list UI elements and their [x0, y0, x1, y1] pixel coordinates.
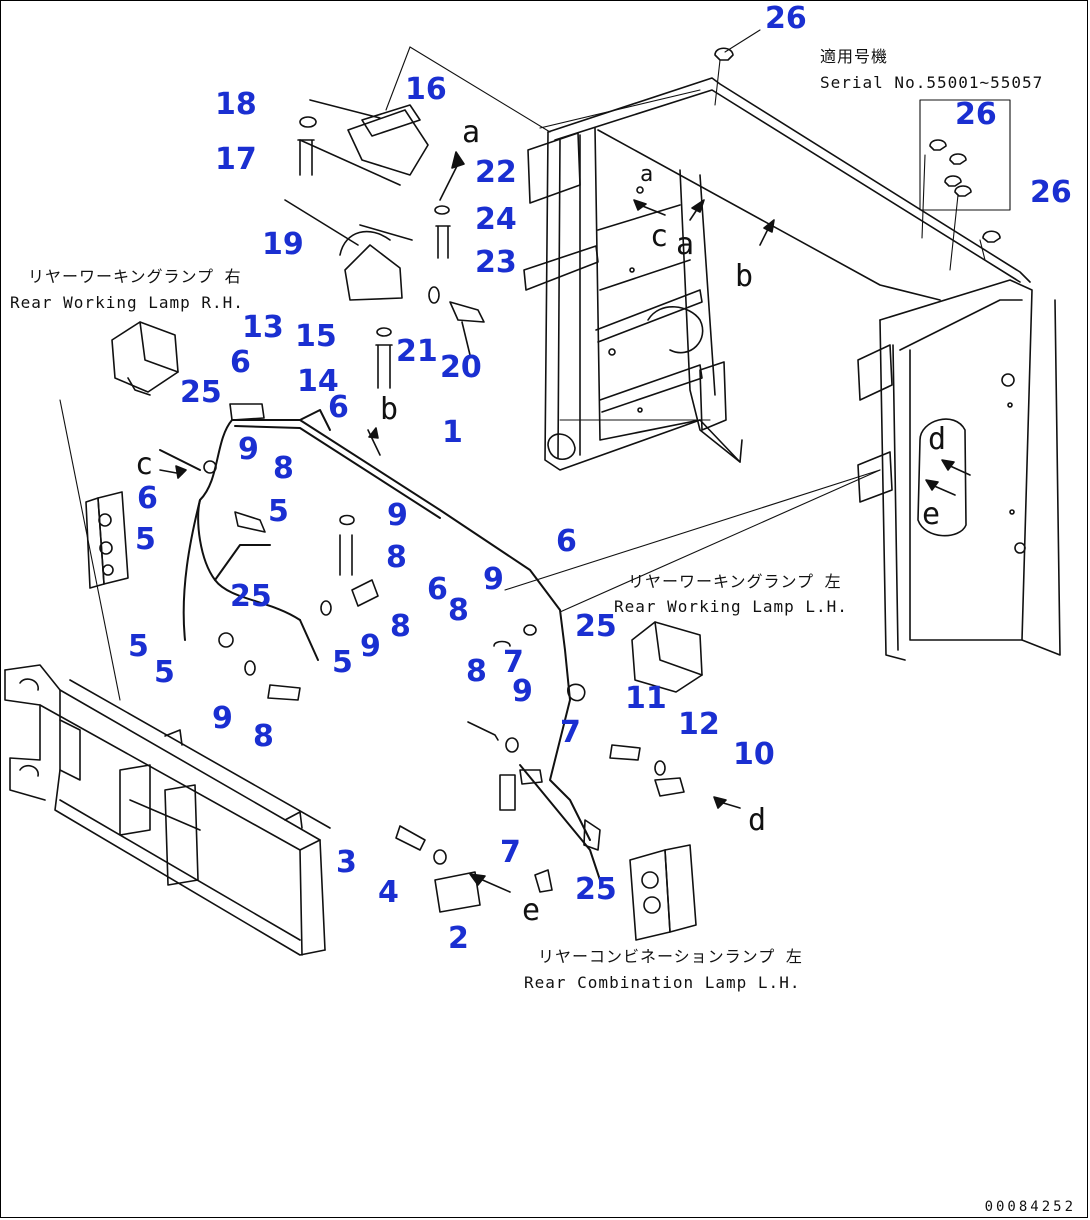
callout-14: 14 — [297, 364, 339, 399]
cab-leaders — [59, 29, 1011, 701]
callout-8-f: 8 — [253, 719, 274, 754]
callout-7-c: 7 — [500, 835, 521, 870]
small-hardware — [297, 116, 485, 389]
callout-6-e: 6 — [427, 572, 448, 607]
letter-b-cab: b — [735, 259, 754, 294]
caption-rcl-lh-ja: リヤーコンビネーションランプ 左 — [538, 947, 803, 966]
letter-a-top: a — [462, 115, 481, 150]
callout-16: 16 — [405, 72, 447, 107]
rear-frame — [4, 664, 331, 956]
serial-number: Serial No.55001~55057 — [820, 73, 1044, 92]
letter-a-cab: a — [676, 227, 695, 262]
callout-5-b: 5 — [135, 522, 156, 557]
callout-11: 11 — [625, 681, 667, 716]
cab-bolts — [714, 47, 1001, 243]
letter-d-cab: d — [928, 422, 947, 457]
callout-5-e: 5 — [154, 655, 175, 690]
callout-13: 13 — [242, 310, 284, 345]
callout-26-box: 26 — [955, 97, 997, 132]
caption-rwl-rh-en: Rear Working Lamp R.H. — [10, 293, 244, 312]
caption-rwl-lh-ja: リヤーワーキングランプ 左 — [628, 572, 842, 591]
caption-rcl-lh-en: Rear Combination Lamp L.H. — [524, 973, 801, 992]
callout-9-b: 9 — [387, 498, 408, 533]
callout-25-c: 25 — [575, 609, 617, 644]
callout-10: 10 — [733, 737, 775, 772]
rear-working-lamp-lh — [631, 621, 703, 693]
reference-arrows — [159, 151, 971, 893]
serial-heading: 適用号機 — [820, 47, 889, 66]
letter-d-low: d — [748, 803, 767, 838]
callout-24: 24 — [475, 202, 517, 237]
callout-8-b: 8 — [386, 540, 407, 575]
callout-20: 20 — [440, 350, 482, 385]
callout-9-f: 9 — [212, 701, 233, 736]
callout-12: 12 — [678, 707, 720, 742]
letter-e-cab: e — [922, 497, 941, 532]
letter-e-low: e — [522, 893, 541, 928]
letter-c-left: c — [135, 447, 154, 482]
harness-clips — [203, 403, 685, 913]
callout-6-a: 6 — [230, 345, 251, 380]
callout-8-c: 8 — [448, 593, 469, 628]
callout-5-c: 5 — [128, 629, 149, 664]
caption-rwl-lh-en: Rear Working Lamp L.H. — [614, 597, 848, 616]
drawing-code: 00084252 — [984, 1199, 1076, 1215]
callout-22: 22 — [475, 155, 517, 190]
callout-9-a: 9 — [238, 432, 259, 467]
callout-25-b: 25 — [230, 579, 272, 614]
callout-25-a: 25 — [180, 375, 222, 410]
callout-2: 2 — [448, 921, 469, 956]
letter-b-mid: b — [380, 392, 399, 427]
callout-7-a: 7 — [503, 645, 524, 680]
callout-5-d: 5 — [332, 645, 353, 680]
callout-23: 23 — [475, 245, 517, 280]
callout-4: 4 — [378, 875, 399, 910]
callout-1: 1 — [442, 415, 463, 450]
callout-6-c: 6 — [137, 481, 158, 516]
callout-15: 15 — [295, 319, 337, 354]
letter-c-cab: c — [650, 219, 669, 254]
rear-combination-lamp-rh — [85, 491, 129, 589]
callout-26-top: 26 — [765, 1, 807, 36]
rear-working-lamp-rh — [111, 321, 179, 396]
callout-9-d: 9 — [360, 629, 381, 664]
callout-18: 18 — [215, 87, 257, 122]
callout-19: 19 — [262, 227, 304, 262]
callout-7-b: 7 — [560, 715, 581, 750]
callout-8-e: 8 — [466, 654, 487, 689]
callout-21: 21 — [396, 334, 438, 369]
caption-rwl-rh-ja: リヤーワーキングランプ 右 — [28, 267, 242, 286]
callout-9-c: 9 — [483, 562, 504, 597]
callout-9-e: 9 — [512, 674, 533, 709]
callout-17: 17 — [215, 142, 257, 177]
callout-6-b: 6 — [328, 390, 349, 425]
callout-6-d: 6 — [556, 524, 577, 559]
callout-5-a: 5 — [268, 494, 289, 529]
letter-a-cab-inner: a — [640, 162, 654, 187]
callout-8-a: 8 — [273, 451, 294, 486]
cab-frame — [523, 77, 1061, 661]
rear-combination-lamp-lh — [629, 844, 697, 941]
callout-26-right: 26 — [1030, 175, 1072, 210]
wiring-harness — [159, 409, 601, 881]
callout-25-d: 25 — [575, 872, 617, 907]
lamp-bracket-assembly — [284, 99, 429, 301]
callout-8-d: 8 — [390, 609, 411, 644]
callout-3: 3 — [336, 845, 357, 880]
